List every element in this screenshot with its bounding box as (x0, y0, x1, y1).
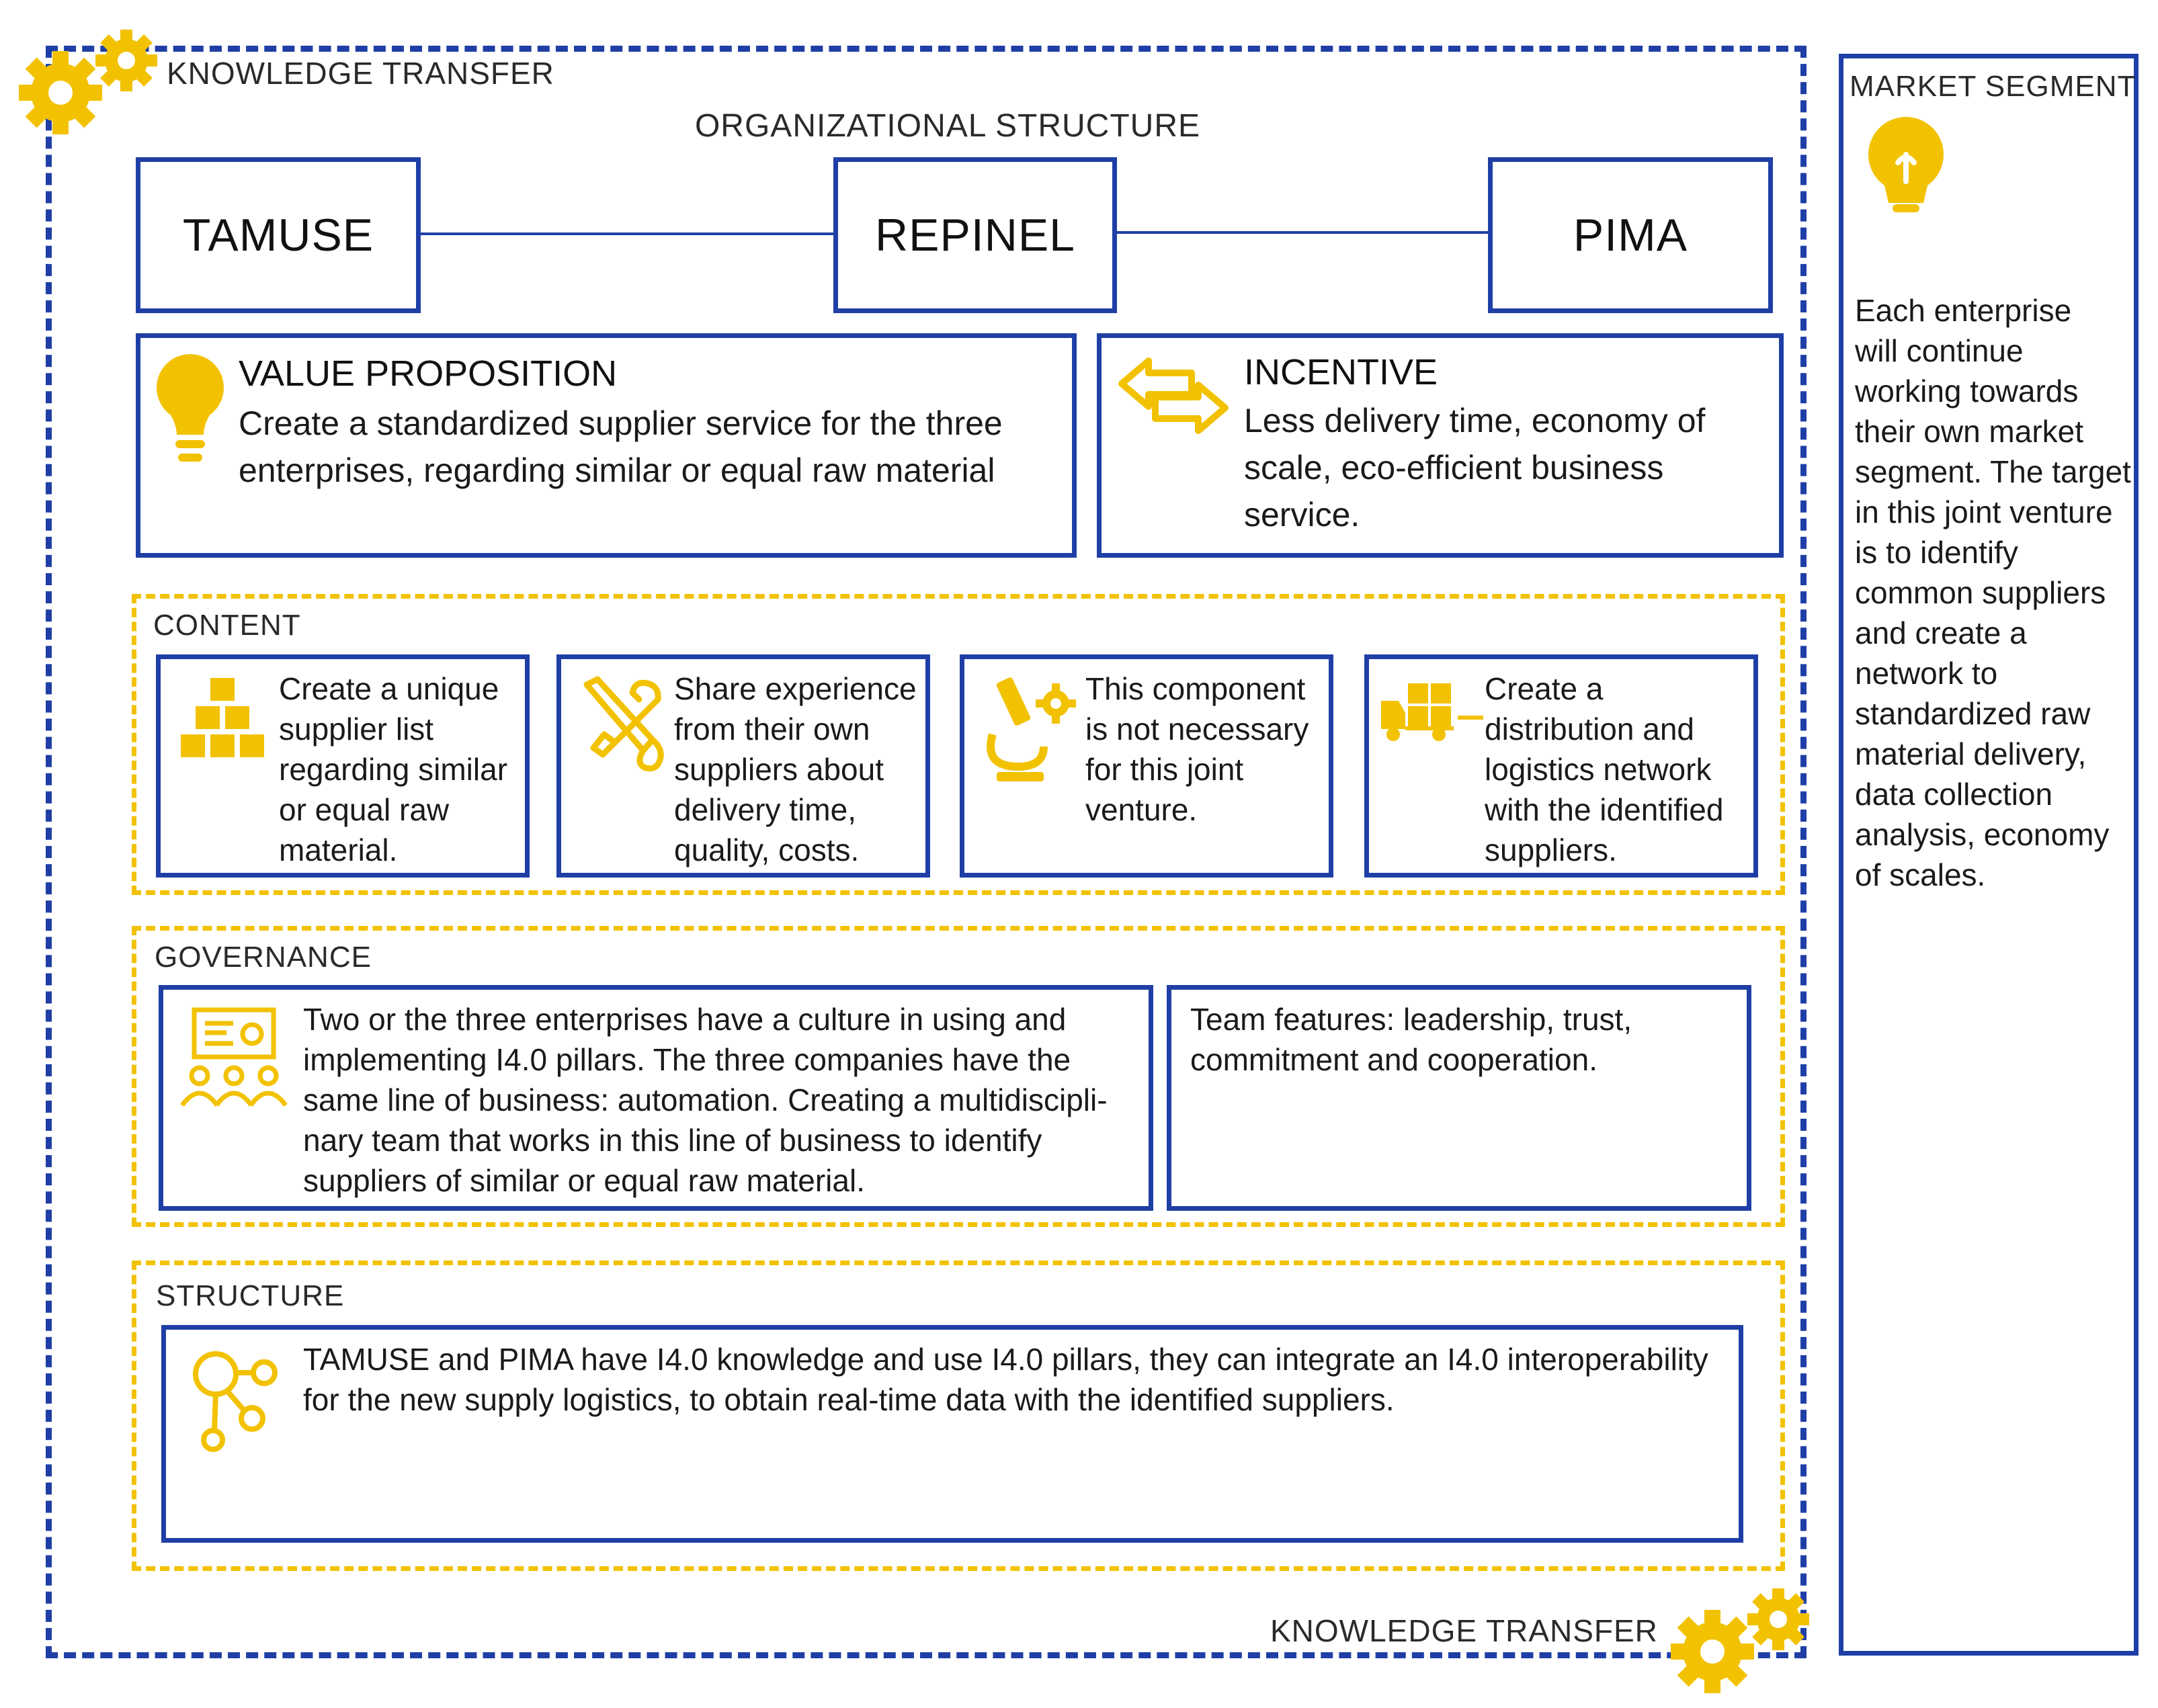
value-proposition-text: Create a standardized supplier service f… (239, 404, 1003, 489)
lightbulb-icon (154, 351, 228, 472)
exchange-arrows-icon (1116, 355, 1231, 436)
governance-team-text: Team features: leadership, trust, commit… (1190, 1002, 1632, 1077)
microscope-gear-icon (977, 673, 1077, 787)
team-board-icon (177, 1006, 291, 1113)
enterprise-box-tamuse: TAMUSE (136, 157, 421, 313)
incentive-text: Less delivery time, economy of scale, ec… (1244, 402, 1706, 533)
organizational-structure-title: ORGANIZATIONAL STRUCTURE (694, 108, 1201, 144)
network-nodes-icon (186, 1346, 280, 1453)
governance-culture-text: Two or the three enterprises have a cult… (303, 1002, 1108, 1198)
tools-icon (573, 673, 667, 773)
market-segment-title: MARKET SEGMENT (1850, 70, 2136, 103)
governance-section (132, 926, 1785, 1227)
structure-box: TAMUSE and PIMA have I4.0 knowledge and … (161, 1325, 1743, 1543)
knowledge-transfer-label-top: KNOWLEDGE TRANSFER (167, 56, 554, 91)
content-card-text: Share experience from their own supplier… (674, 671, 917, 867)
knowledge-transfer-label-bottom: KNOWLEDGE TRANSFER (1270, 1613, 1658, 1648)
content-card: Share experience from their own supplier… (556, 654, 930, 878)
governance-team-box: Team features: leadership, trust, commit… (1167, 985, 1751, 1211)
governance-culture-box: Two or the three enterprises have a cult… (159, 985, 1153, 1211)
value-proposition-title: VALUE PROPOSITION (239, 353, 618, 394)
connector-line (1114, 231, 1492, 234)
blocks-icon (175, 675, 269, 763)
content-card-text: Create a unique supplier list regarding … (279, 671, 508, 867)
knowledge-transfer-frame (46, 46, 1807, 1658)
structure-section (132, 1261, 1785, 1571)
governance-title: GOVERNANCE (155, 941, 372, 974)
market-segment-frame (1839, 54, 2139, 1656)
incentive-title: INCENTIVE (1244, 352, 1438, 392)
content-card: This component is not necessary for this… (960, 654, 1333, 878)
delivery-truck-icon (1378, 677, 1486, 744)
incentive-box: INCENTIVE Less delivery time, economy of… (1097, 333, 1784, 558)
enterprise-box-repinel: REPINEL (833, 157, 1117, 313)
structure-title: STRUCTURE (156, 1279, 345, 1312)
structure-text: TAMUSE and PIMA have I4.0 knowledge and … (303, 1342, 1708, 1417)
content-title: CONTENT (153, 609, 301, 642)
content-section (132, 594, 1785, 895)
content-card: Create a unique supplier list regarding … (156, 654, 530, 878)
gears-icon (19, 27, 160, 134)
gears-icon (1671, 1586, 1812, 1693)
value-proposition-box: VALUE PROPOSITION Create a standardized … (136, 333, 1077, 558)
idea-lightbulb-icon (1863, 114, 1950, 215)
enterprise-box-pima: PIMA (1488, 157, 1773, 313)
connector-line (418, 232, 835, 235)
market-segment-text: Each enterprise will continue working to… (1855, 293, 2131, 892)
content-card: Create a distribution and logistics netw… (1364, 654, 1758, 878)
content-card-text: This component is not necessary for this… (1085, 671, 1309, 827)
content-card-text: Create a distribution and logistics netw… (1485, 671, 1724, 867)
